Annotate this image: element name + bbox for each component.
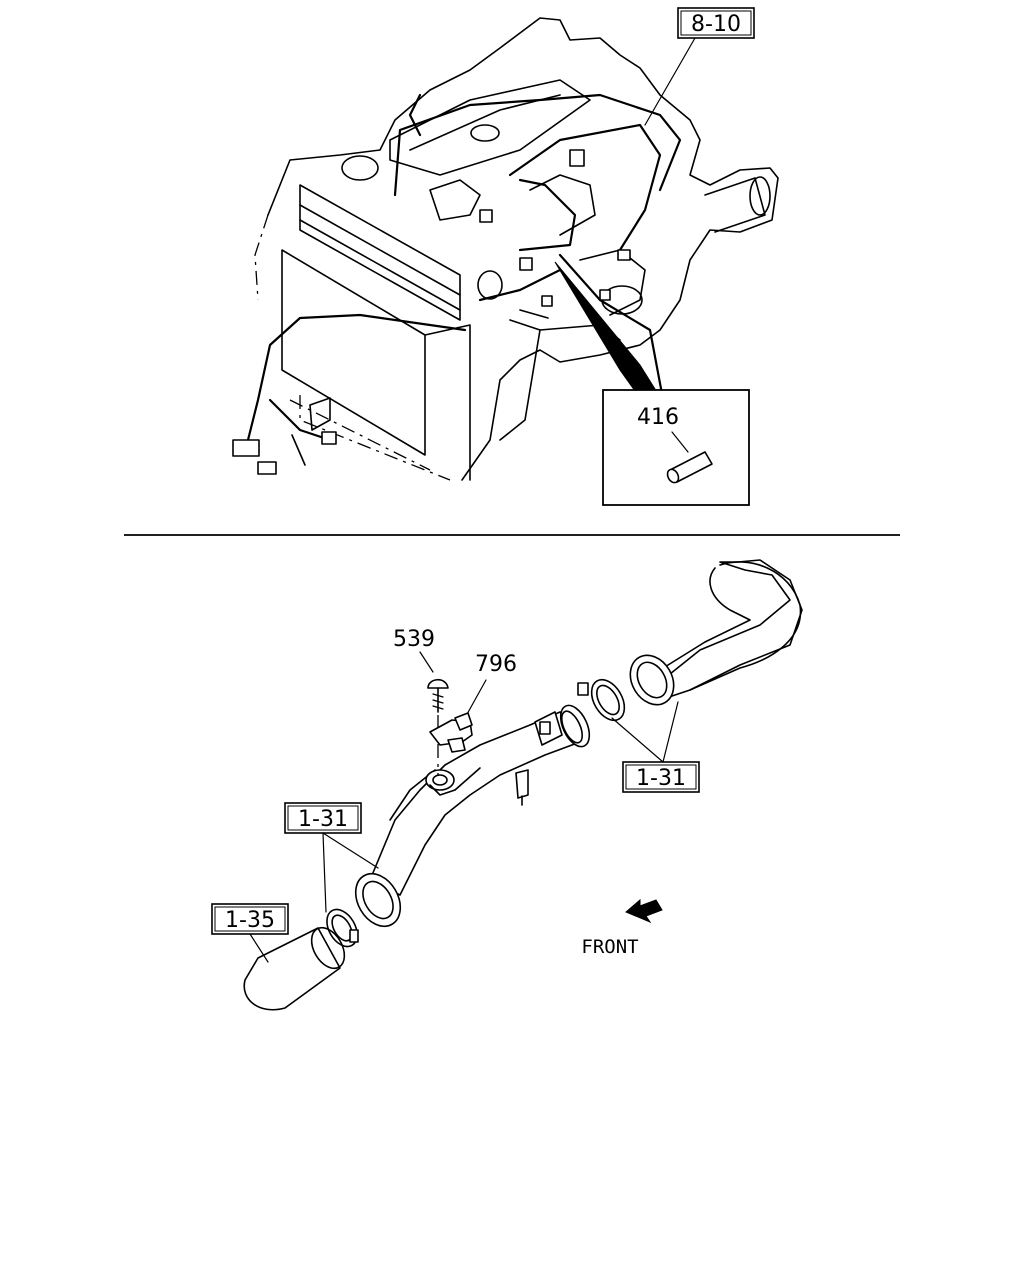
callout-1-31-left-leaders — [322, 832, 379, 913]
front-label: FRONT — [581, 936, 638, 958]
intake-duct-illustration — [243, 559, 803, 1011]
part-796-leader — [465, 679, 487, 717]
callout-1-35-leader — [249, 933, 269, 963]
detail-box-416: 416 — [602, 389, 750, 506]
callout-1-31-right-leaders — [611, 701, 679, 763]
callout-8-10: 8-10 — [644, 7, 755, 126]
callout-8-10-label: 8-10 — [691, 12, 741, 37]
front-arrow-icon — [625, 898, 663, 924]
part-796-label: 796 — [475, 652, 517, 677]
callout-1-31-left-label: 1-31 — [298, 807, 348, 832]
hose-clamp-left — [326, 908, 359, 948]
hose-clamp-right — [577, 678, 626, 722]
part-416-leader — [671, 431, 689, 453]
part-416-sleeve-icon — [666, 451, 713, 484]
callout-1-35-label: 1-35 — [225, 908, 275, 933]
part-539-label: 539 — [393, 627, 435, 652]
engine-assembly-illustration — [232, 17, 779, 481]
callout-8-10-leader — [644, 37, 696, 126]
callout-1-31-right-label: 1-31 — [636, 766, 686, 791]
front-direction-indicator: FRONT — [581, 898, 663, 958]
part-416-label: 416 — [637, 405, 679, 430]
callout-1-35: 1-35 — [211, 903, 289, 963]
screw-head-icon — [427, 678, 449, 689]
callout-1-31-right: 1-31 — [611, 701, 700, 793]
part-539-screw: 539 — [393, 627, 449, 775]
part-796-bracket: 796 — [429, 652, 517, 753]
part-539-leader — [419, 651, 434, 673]
callout-1-31-left: 1-31 — [284, 802, 379, 913]
